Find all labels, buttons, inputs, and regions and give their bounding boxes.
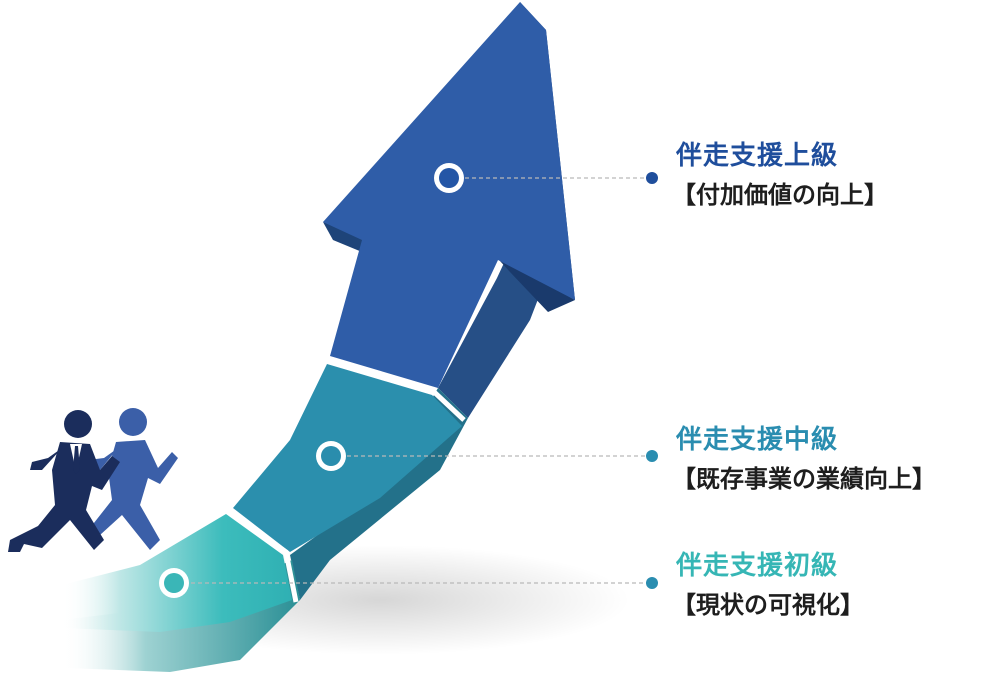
level-beginner-label: 伴走支援初級 【現状の可視化】 [672,551,864,617]
level-advanced-label: 伴走支援上級 【付加価値の向上】 [672,141,888,207]
level-title: 伴走支援上級 [676,141,839,171]
level-subtitle: 【既存事業の業績向上】 [672,465,936,493]
marker-beginner [159,568,189,598]
level-intermediate-label: 伴走支援中級 【既存事業の業績向上】 [672,425,936,491]
arrow-segment-advanced [323,2,575,418]
dot-intermediate [646,450,658,462]
level-subtitle: 【付加価値の向上】 [672,181,888,209]
marker-advanced [434,163,464,193]
running-businessmen-icon [8,408,178,552]
level-title: 伴走支援初級 [676,551,839,581]
marker-intermediate [316,441,346,471]
level-title: 伴走支援中級 [676,425,839,455]
arrow-segment-intermediate [233,364,468,600]
dot-beginner [646,577,658,589]
segment-divider-upper [325,355,466,422]
segment-divider-lower [226,508,299,603]
dot-advanced [646,172,658,184]
level-subtitle: 【現状の可視化】 [672,591,864,619]
